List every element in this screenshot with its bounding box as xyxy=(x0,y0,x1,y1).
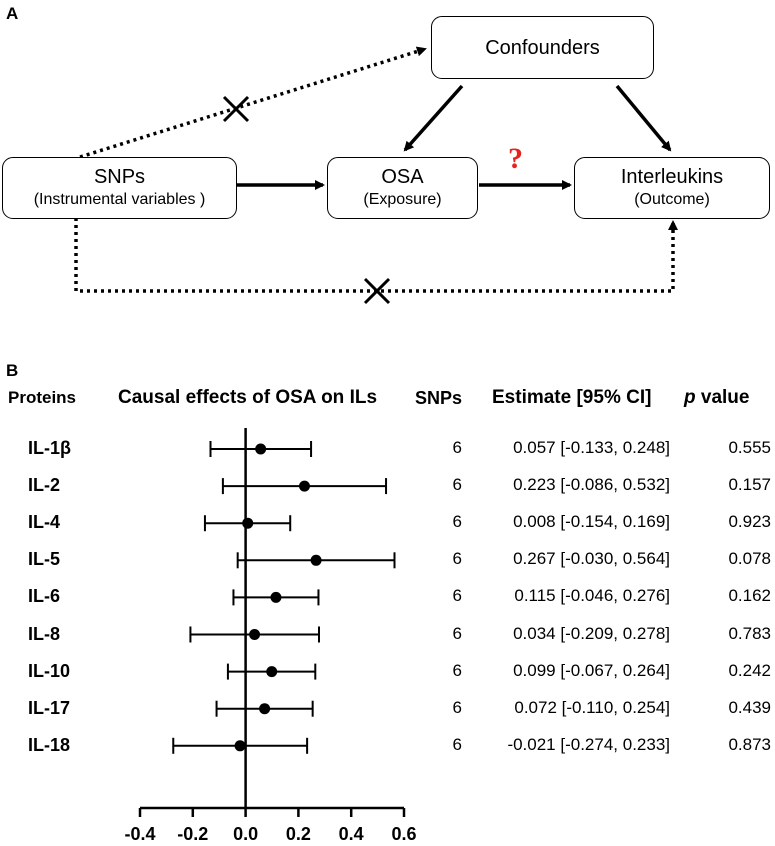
x-tick-label-4: 0.4 xyxy=(339,824,364,844)
p-value-7: 0.439 xyxy=(728,697,771,717)
estimate-point-4 xyxy=(270,591,282,603)
estimate-point-6 xyxy=(266,666,278,678)
header-p-italic: p xyxy=(684,387,696,408)
arrow-confounders-interleukins xyxy=(615,84,672,152)
p-value-6: 0.242 xyxy=(728,660,771,680)
protein-label-2: IL-4 xyxy=(28,512,61,533)
protein-label-3: IL-5 xyxy=(28,549,61,570)
estimate-point-3 xyxy=(310,554,322,566)
snps-count-4: 6 xyxy=(452,586,462,606)
estimate-ci-6: 0.099 [-0.067, 0.264] xyxy=(513,660,670,680)
estimate-point-2 xyxy=(242,517,254,529)
snps-count-5: 6 xyxy=(452,623,462,643)
snps-label: SNPs xyxy=(93,166,146,188)
interleukins-node: Interleukins (Outcome) xyxy=(574,157,770,219)
osa-sublabel: (Exposure) xyxy=(363,191,442,208)
x-tick-label-3: 0.2 xyxy=(286,824,311,844)
snps-count-0: 6 xyxy=(452,438,462,457)
p-value-4: 0.162 xyxy=(728,586,771,606)
estimate-ci-8: -0.021 [-0.274, 0.233] xyxy=(507,734,670,754)
estimate-ci-2: 0.008 [-0.154, 0.169] xyxy=(513,512,670,532)
estimate-ci-7: 0.072 [-0.110, 0.254] xyxy=(514,697,670,717)
snps-count-7: 6 xyxy=(452,697,462,717)
estimate-ci-3: 0.267 [-0.030, 0.564] xyxy=(513,549,670,569)
estimate-ci-1: 0.223 [-0.086, 0.532] xyxy=(513,475,670,495)
header-snps: SNPs xyxy=(415,388,463,408)
estimate-ci-4: 0.115 [-0.046, 0.276] xyxy=(514,586,670,606)
snps-count-8: 6 xyxy=(452,734,462,754)
protein-label-4: IL-6 xyxy=(28,586,61,607)
header-estimate: Estimate [95% CI] xyxy=(492,387,652,408)
p-value-3: 0.078 xyxy=(728,549,771,569)
header-p-rest: value xyxy=(695,387,750,408)
x-tick-label-5: 0.6 xyxy=(391,824,416,844)
header-proteins: Proteins xyxy=(8,388,77,407)
estimate-point-7 xyxy=(259,703,271,715)
estimate-ci-5: 0.034 [-0.209, 0.278] xyxy=(513,623,670,643)
protein-label-7: IL-17 xyxy=(28,697,71,718)
estimate-ci-0: 0.057 [-0.133, 0.248] xyxy=(513,438,670,457)
protein-label-0: IL-1β xyxy=(28,438,71,458)
p-value-0: 0.555 xyxy=(728,438,771,457)
confounders-label: Confounders xyxy=(485,36,600,59)
dotted-arrow-snps-interleukins xyxy=(74,218,678,293)
dotted-arrow-snps-confounders xyxy=(79,46,427,159)
arrow-confounders-osa xyxy=(403,84,464,152)
protein-label-6: IL-10 xyxy=(28,660,71,681)
panel-a-letter: A xyxy=(6,4,19,23)
x-tick-label-1: -0.2 xyxy=(177,824,208,844)
protein-label-8: IL-18 xyxy=(28,734,71,755)
p-value-1: 0.157 xyxy=(728,475,771,495)
snps-count-3: 6 xyxy=(452,549,462,569)
confounders-node: Confounders xyxy=(431,16,654,79)
osa-node: OSA (Exposure) xyxy=(327,157,478,219)
cross-mark-lower xyxy=(363,277,391,305)
estimate-point-0 xyxy=(255,443,267,455)
snps-sublabel: (Instrumental variables ) xyxy=(33,191,206,208)
estimate-point-1 xyxy=(298,480,310,492)
snps-count-1: 6 xyxy=(452,475,462,495)
estimate-point-5 xyxy=(249,629,261,640)
p-value-2: 0.923 xyxy=(728,512,771,532)
snps-count-2: 6 xyxy=(452,512,462,532)
panel-b-letter: B xyxy=(6,361,19,380)
protein-label-5: IL-8 xyxy=(28,623,61,644)
header-causal-effects: Causal effects of OSA on ILs xyxy=(118,387,378,408)
snps-count-6: 6 xyxy=(452,660,462,680)
protein-label-1: IL-2 xyxy=(28,475,61,496)
cross-mark-upper xyxy=(222,95,250,123)
question-mark: ? xyxy=(508,142,523,175)
osa-label: OSA xyxy=(381,166,424,188)
x-tick-label-2: 0.0 xyxy=(233,824,258,844)
snps-node: SNPs (Instrumental variables ) xyxy=(2,157,237,219)
p-value-5: 0.783 xyxy=(728,623,771,643)
p-value-8: 0.873 xyxy=(728,734,771,754)
estimate-point-8 xyxy=(234,740,246,752)
interleukins-sublabel: (Outcome) xyxy=(634,191,710,208)
interleukins-label: Interleukins xyxy=(620,166,724,188)
x-tick-label-0: -0.4 xyxy=(124,824,155,844)
header-p-value: p value xyxy=(684,387,749,409)
